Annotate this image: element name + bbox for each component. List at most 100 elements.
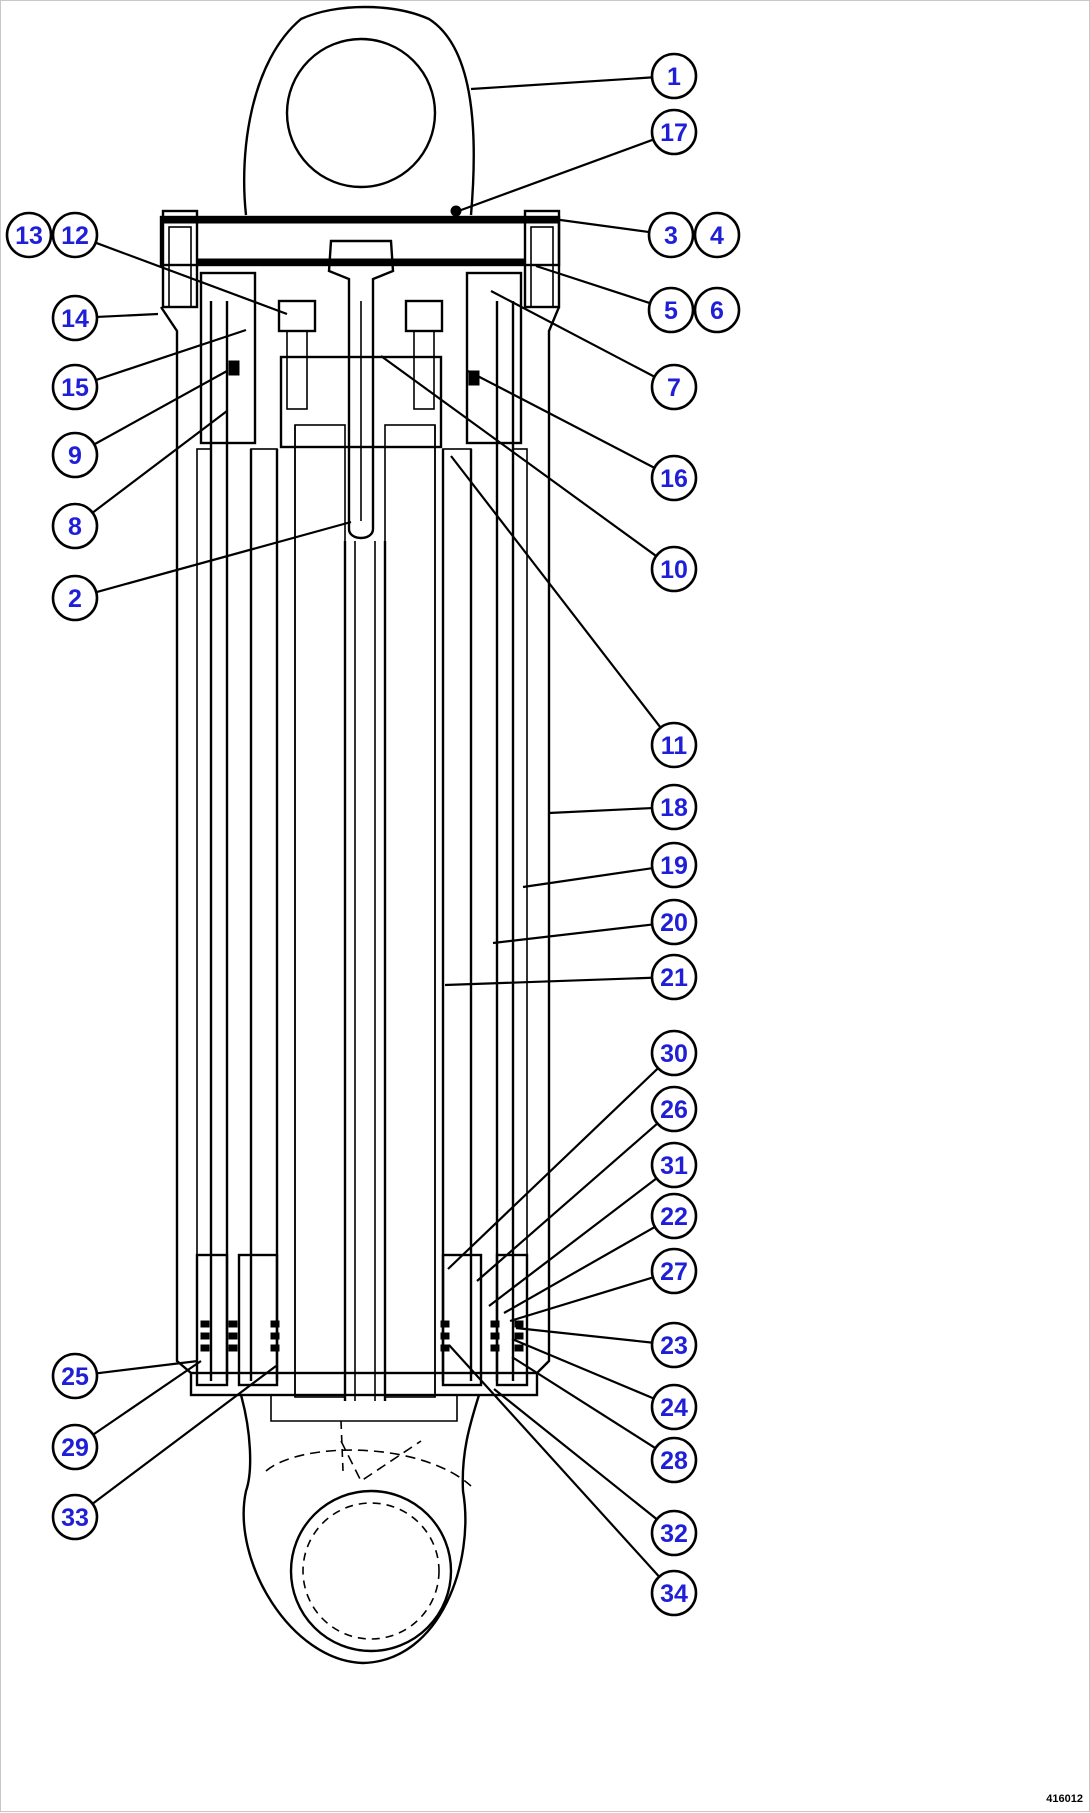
callout-label: 7 [667,374,681,402]
outer-tube [160,306,561,1374]
callout-circle [650,545,698,593]
callout-circle [51,363,99,411]
callout-25: 25 [51,1352,99,1400]
callout-label: 2 [68,585,82,613]
callout-circle [647,286,695,334]
leader-line-34 [448,1344,661,1578]
callout-circle [650,1569,698,1617]
callout-3: 3 [647,211,695,259]
callout-29: 29 [51,1423,99,1471]
callout-label: 34 [660,1580,688,1608]
callout-circle [650,1321,698,1369]
callout-label: 17 [660,119,688,147]
leader-line-14 [96,312,159,319]
callout-16: 16 [650,454,698,502]
callout-label: 18 [660,794,688,822]
callout-circle [650,1085,698,1133]
leader-line-22 [503,1225,656,1314]
leader-line-28 [511,1356,657,1450]
leader-line-20 [492,923,653,945]
leader-lines [91,76,662,1578]
callout-circle [51,574,99,622]
callout-label: 21 [660,964,688,992]
callout-11: 11 [650,721,698,769]
leader-line-9 [93,370,228,446]
callout-19: 19 [650,841,698,889]
callout-32: 32 [650,1509,698,1557]
callout-10: 10 [650,545,698,593]
callout-label: 27 [660,1258,688,1286]
top-rod-eye [243,5,475,216]
callout-circle [650,1141,698,1189]
callout-17: 17 [650,108,698,156]
callout-circle [650,52,698,100]
callout-label: 29 [61,1434,89,1462]
bolts [277,299,444,410]
callout-label: 9 [68,442,82,470]
callout-14: 14 [51,294,99,342]
callout-circle [650,898,698,946]
callout-label: 26 [660,1096,688,1124]
callout-label: 22 [660,1203,688,1231]
callout-circle [650,953,698,1001]
leader-line-26 [476,1122,659,1282]
callout-label: 4 [710,222,724,250]
callout-20: 20 [650,898,698,946]
callout-23: 23 [650,1321,698,1369]
callout-label: 31 [660,1152,688,1180]
callout-label: 5 [664,297,678,325]
leader-line-33 [91,1365,277,1505]
callout-circle [650,1192,698,1240]
callout-22: 22 [650,1192,698,1240]
leader-line-32 [493,1388,658,1521]
leader-line-8 [91,410,228,514]
leader-line-25 [96,1359,199,1375]
leader-line-17 [452,138,654,215]
callout-2: 2 [51,574,99,622]
callout-34: 34 [650,1569,698,1617]
callout-18: 18 [650,783,698,831]
callout-circle [51,211,99,259]
callout-9: 9 [51,431,99,479]
leader-line-29 [92,1360,202,1436]
callout-21: 21 [650,953,698,1001]
callout-circle [650,1436,698,1484]
callout-7: 7 [650,363,698,411]
callout-label: 8 [68,513,82,541]
callout-circle [650,783,698,831]
callout-33: 33 [51,1493,99,1541]
leader-line-18 [548,806,653,815]
callout-27: 27 [650,1247,698,1295]
callout-circle [5,211,53,259]
leader-line-12 [95,241,288,316]
callout-1: 1 [650,52,698,100]
callout-label: 19 [660,852,688,880]
leader-line-31 [488,1177,658,1307]
leader-line-23 [515,1326,653,1344]
callout-label: 30 [660,1040,688,1068]
figure-id-label: 416012 [1046,1793,1083,1805]
leader-line-1 [470,76,653,91]
callout-15: 15 [51,363,99,411]
callout-label: 13 [15,222,43,250]
leader-line-10 [380,355,657,557]
callout-circle [650,1029,698,1077]
leader-line-3 [552,217,650,234]
callout-circle [650,1383,698,1431]
callout-label: 24 [660,1394,688,1422]
callout-28: 28 [650,1436,698,1484]
callout-circle [51,431,99,479]
leader-line-30 [447,1067,659,1270]
callout-label: 1 [667,63,681,91]
callout-26: 26 [650,1085,698,1133]
callout-label: 3 [664,222,678,250]
callout-circle [650,1247,698,1295]
callout-circle [650,363,698,411]
callout-circle [650,841,698,889]
callout-label: 20 [660,909,688,937]
callout-5: 5 [647,286,695,334]
callout-12: 12 [51,211,99,259]
callout-8: 8 [51,502,99,550]
